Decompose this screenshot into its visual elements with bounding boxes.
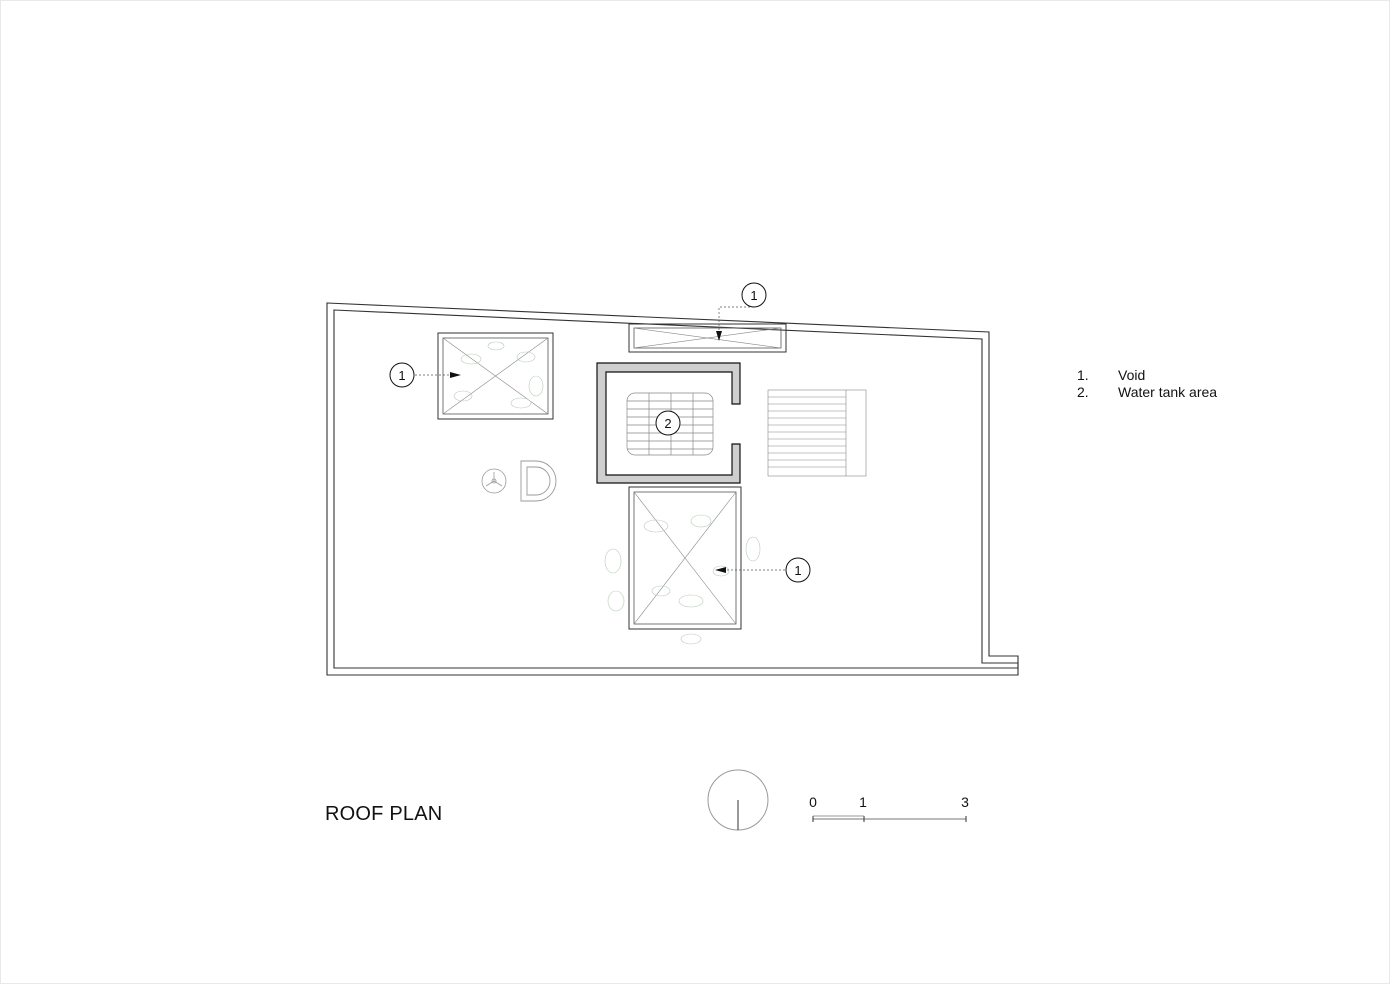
leader-arrowheads bbox=[450, 331, 726, 573]
void-bottom bbox=[604, 486, 761, 645]
tag-void-bottom-label: 1 bbox=[794, 563, 801, 578]
scale-label-1: 1 bbox=[859, 794, 867, 810]
tag-water-tank-label: 2 bbox=[664, 416, 671, 431]
void-left bbox=[437, 332, 554, 420]
drawing-title: ROOF PLAN bbox=[325, 803, 443, 825]
louvered-panel bbox=[767, 389, 867, 477]
tag-void-left-label: 1 bbox=[398, 368, 405, 383]
legend-label: Water tank area bbox=[1118, 384, 1218, 400]
leader-lines bbox=[415, 306, 785, 571]
void-top-strip bbox=[628, 323, 787, 353]
legend-item-void: 1. Void bbox=[1077, 367, 1217, 384]
tag-void-left: 1 bbox=[389, 362, 415, 388]
tag-void-top: 1 bbox=[741, 282, 767, 308]
chair-symbol bbox=[520, 460, 557, 502]
tree-foliage-left bbox=[453, 341, 544, 409]
legend-label: Void bbox=[1118, 367, 1146, 383]
tag-void-bottom: 1 bbox=[785, 557, 811, 583]
tag-water-tank: 2 bbox=[655, 410, 681, 436]
legend-number: 1. bbox=[1077, 367, 1089, 383]
north-arrow-icon bbox=[707, 769, 769, 831]
scale-label-3: 3 bbox=[961, 794, 969, 810]
legend-number: 2. bbox=[1077, 384, 1089, 400]
legend-item-water-tank: 2. Water tank area bbox=[1077, 384, 1217, 401]
scale-label-0: 0 bbox=[809, 794, 817, 810]
tag-void-top-label: 1 bbox=[750, 288, 757, 303]
tree-foliage-bottom bbox=[604, 514, 761, 645]
legend: 1. Void 2. Water tank area bbox=[1077, 367, 1217, 401]
fan-symbol bbox=[481, 468, 507, 494]
scale-bar: 0 1 3 bbox=[809, 794, 969, 822]
water-tank-enclosure bbox=[596, 362, 741, 484]
roof-parapet-outline bbox=[326, 302, 1019, 676]
